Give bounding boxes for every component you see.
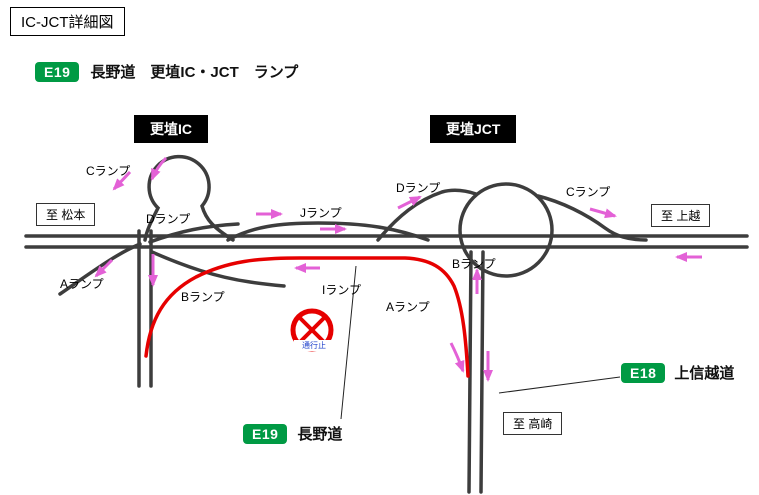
- ramp-label-ic-b: Bランプ: [181, 290, 225, 304]
- road-ic-d-ramp: [148, 222, 240, 244]
- ramp-label-j: Jランプ: [300, 206, 342, 220]
- road-south-line-1: [467, 250, 473, 494]
- route-badge-e19: E19: [243, 423, 288, 444]
- closure-label: 通行止: [294, 340, 334, 351]
- road-ic-b-ramp: [150, 250, 286, 288]
- route-badge-e18: E18: [621, 362, 666, 383]
- jct-d-ramp-arrow: [397, 195, 422, 210]
- road-ic-a-ramp: [58, 242, 142, 296]
- ramp-label-ic-d: Dランプ: [146, 212, 191, 226]
- ramp-label-jct-c: Cランプ: [566, 185, 611, 199]
- destination-east: 至 上越: [651, 204, 711, 227]
- node-koshoku-jct: 更埴JCT: [430, 115, 517, 143]
- road-jct-c-ramp: [536, 194, 648, 242]
- leader-line-e19: [340, 265, 357, 420]
- ramp-label-jct-a: Aランプ: [386, 300, 430, 314]
- road-closed-sign-x2: [299, 317, 325, 343]
- jct-c-ramp-arrow: [589, 207, 617, 219]
- destination-south: 至 高崎: [503, 412, 563, 435]
- route-name-e18: 上信越道: [674, 365, 735, 382]
- leader-line-e18: [498, 376, 621, 394]
- road-j-ramp: [226, 221, 430, 242]
- ic-c-ramp-arrow: [112, 170, 132, 191]
- closed-a-ramp-arrow: [449, 342, 465, 373]
- route-name-e19: 長野道: [297, 426, 343, 443]
- road-ic-loop: [143, 154, 235, 242]
- header: E19 長野道 更埴IC・JCT ランプ: [35, 61, 298, 82]
- ramp-label-ic-c: Cランプ: [86, 164, 131, 178]
- node-koshoku-ic: 更埴IC: [134, 115, 208, 143]
- route-badge-e19-header: E19: [35, 61, 80, 82]
- ic-loop-arrow: [150, 156, 168, 181]
- ramp-label-jct-d: Dランプ: [396, 181, 441, 195]
- road-jct-loop: [458, 182, 554, 278]
- route-e18: E18 上信越道: [621, 362, 734, 383]
- road-jct-d-ramp: [376, 188, 478, 242]
- destination-west: 至 松本: [36, 203, 96, 226]
- ic-a-ramp-arrow: [94, 258, 114, 278]
- header-title: 長野道 更埴IC・JCT ランプ: [90, 64, 299, 81]
- ramp-label-jct-b: Bランプ: [452, 257, 496, 271]
- road-south-line-2: [479, 250, 485, 494]
- page-title: IC-JCT詳細図: [10, 7, 125, 36]
- ramp-label-ic-a: Aランプ: [60, 277, 104, 291]
- road-closed-ramp: [144, 256, 470, 378]
- ramp-label-i: Iランプ: [322, 283, 361, 297]
- route-e19: E19 長野道: [243, 423, 342, 444]
